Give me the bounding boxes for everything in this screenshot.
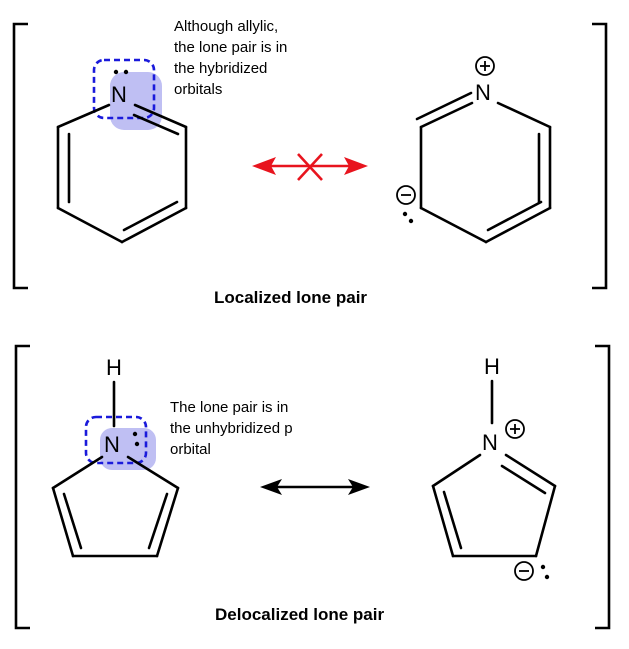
pyridine-molecule: N — [56, 58, 188, 244]
lone-pair-dot — [132, 431, 138, 437]
bond — [62, 492, 83, 550]
annotation-line: orbital — [170, 441, 211, 458]
cross-mark — [297, 153, 323, 181]
nitrogen-atom-label: N — [475, 80, 491, 105]
top-panel: N Although allylic, the lone pair is in … — [12, 18, 608, 307]
annotation-line: the unhybridized p — [170, 420, 293, 437]
negative-charge-icon — [514, 561, 534, 581]
bond — [126, 455, 180, 490]
bond — [504, 453, 557, 488]
bond — [500, 464, 547, 495]
lone-pair-dot — [134, 441, 140, 447]
bond — [51, 486, 75, 558]
positive-charge-icon — [475, 56, 495, 76]
bond — [496, 101, 552, 129]
lone-pair-dot — [123, 69, 129, 75]
resonance-arrow — [260, 479, 370, 495]
bottom-right-bracket — [595, 344, 611, 630]
bottom-panel: H N The lone pair is in the unhybridized… — [14, 344, 611, 630]
lone-pair-highlight-box — [92, 58, 156, 120]
bond — [132, 113, 180, 136]
arrow-head-left — [260, 479, 282, 495]
nitrogen-atom-label: N — [482, 430, 498, 455]
bottom-caption: Delocalized lone pair — [215, 605, 384, 624]
positive-charge-icon — [505, 419, 525, 439]
bond — [442, 490, 463, 550]
top-left-bracket — [12, 22, 28, 290]
bond — [431, 453, 482, 488]
bottom-annotation: The lone pair is in the unhybridized p o… — [170, 399, 293, 458]
hydrogen-atom-label: H — [106, 355, 122, 380]
bond — [147, 492, 169, 550]
charged-pyrrole-form: H N — [431, 354, 557, 581]
annotation-line: The lone pair is in — [170, 399, 288, 416]
nitrogen-atom-label: N — [111, 82, 127, 107]
lone-pair-highlight-box — [84, 415, 148, 465]
p-orbital-highlight — [100, 428, 156, 470]
bond — [120, 206, 188, 244]
top-caption: Localized lone pair — [214, 288, 367, 307]
arrow-head-left — [252, 157, 276, 175]
annotation-line: the hybridized — [174, 60, 267, 77]
bond — [419, 206, 488, 244]
negative-charge-icon — [396, 185, 416, 205]
annotation-line: orbitals — [174, 81, 222, 98]
bond — [431, 484, 455, 558]
bond — [56, 103, 111, 129]
bond — [56, 206, 124, 244]
top-right-bracket — [592, 22, 608, 290]
nitrogen-atom-label: N — [104, 432, 120, 457]
annotation-line: Although allylic, — [174, 18, 278, 35]
bond — [122, 200, 179, 232]
lone-pair-dot — [113, 69, 119, 75]
pyrrole-molecule: H N — [51, 355, 180, 558]
forbidden-resonance-arrow — [252, 153, 368, 181]
lone-pair-dot — [408, 218, 414, 224]
bottom-left-bracket — [14, 344, 30, 630]
annotation-line: the lone pair is in — [174, 39, 287, 56]
lone-pair-dot — [402, 211, 408, 217]
hydrogen-atom-label: H — [484, 354, 500, 379]
bond — [415, 91, 473, 121]
bond — [419, 101, 474, 129]
bond — [51, 455, 104, 490]
lone-pair-dot — [544, 574, 550, 580]
top-annotation: Although allylic, the lone pair is in th… — [174, 18, 287, 98]
charged-resonance-form: N — [396, 56, 552, 244]
bond — [486, 200, 543, 232]
bond — [484, 206, 552, 244]
bond — [133, 103, 188, 129]
bond — [534, 484, 557, 558]
arrow-head-right — [344, 157, 368, 175]
lone-pair-dot — [540, 564, 546, 570]
arrow-head-right — [348, 479, 370, 495]
bond — [155, 486, 180, 558]
